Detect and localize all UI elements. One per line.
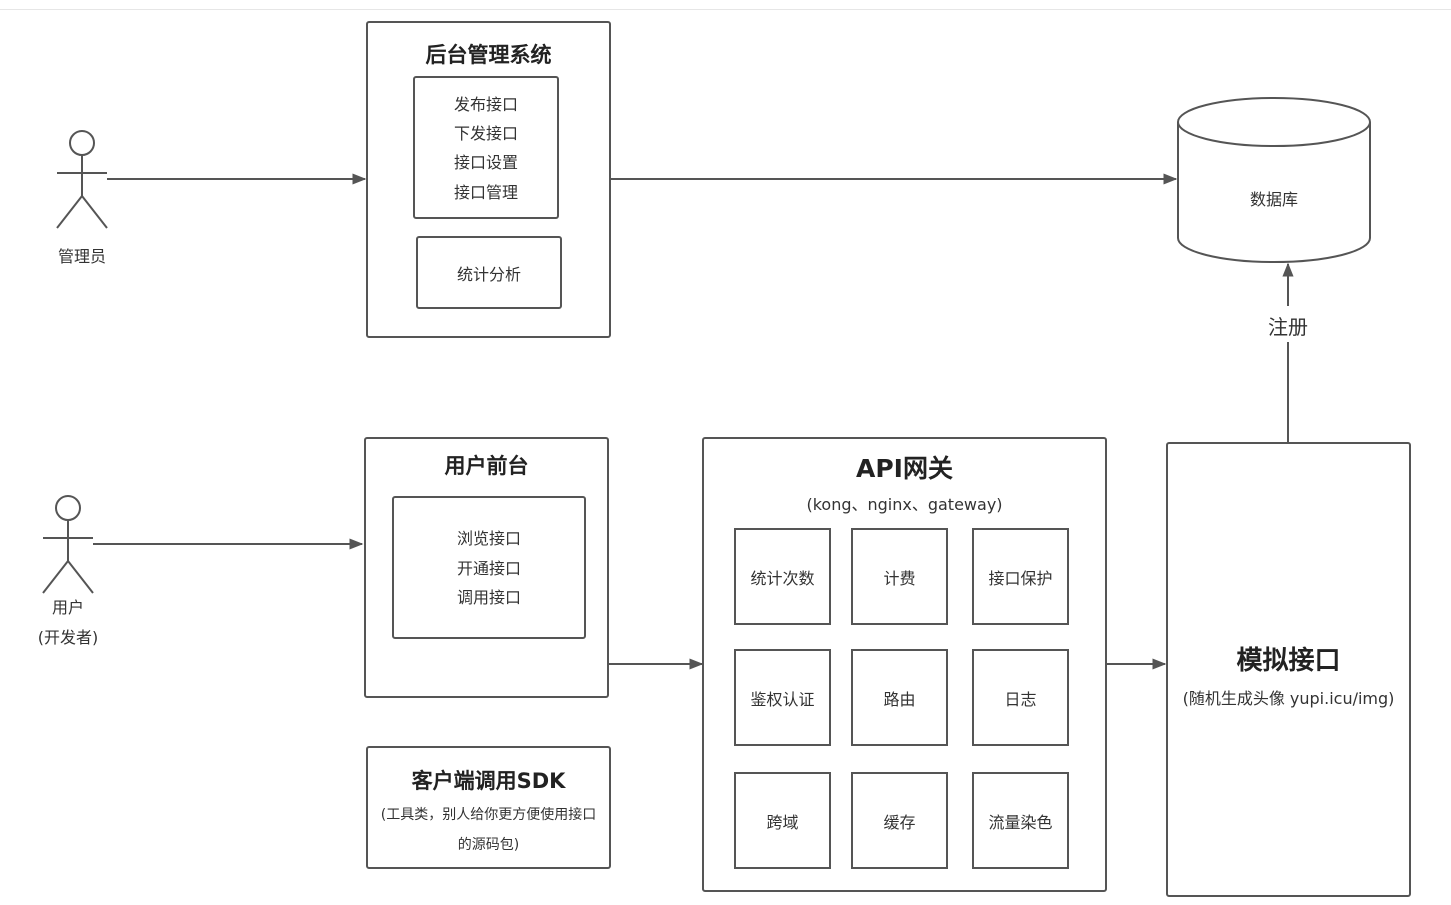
register-label: 注册 xyxy=(1268,315,1308,339)
gateway-feature-cell: 接口保护 xyxy=(972,528,1069,625)
admin-item: 接口设置 xyxy=(453,153,518,172)
user-portal-title: 用户前台 xyxy=(444,454,529,478)
admin-actor-icon xyxy=(56,130,108,229)
gateway-feature-cell: 跨域 xyxy=(734,772,831,869)
admin-system-title: 后台管理系统 xyxy=(425,43,552,67)
client-sdk-box: 客户端调用SDK (工具类，别人给你更方便使用接口 的源码包) xyxy=(366,746,611,869)
mock-api-subtitle: (随机生成头像 yupi.icu/img) xyxy=(1182,689,1395,708)
gateway-title: API网关 xyxy=(856,454,953,483)
portal-item: 开通接口 xyxy=(456,559,521,578)
stats-analysis-box: 统计分析 xyxy=(416,236,562,309)
user-portal-ops-box: 浏览接口 开通接口 调用接口 xyxy=(392,496,586,639)
portal-item: 浏览接口 xyxy=(456,529,521,548)
portal-item: 调用接口 xyxy=(456,588,521,607)
admin-interface-ops-box: 发布接口 下发接口 接口设置 接口管理 xyxy=(413,76,559,219)
admin-item: 接口管理 xyxy=(453,183,518,202)
database-cylinder-icon xyxy=(1177,97,1371,263)
user-actor-icon xyxy=(42,495,94,594)
mock-api-title: 模拟接口 xyxy=(1236,646,1341,676)
gateway-feature-cell: 缓存 xyxy=(851,772,948,869)
sdk-title: 客户端调用SDK xyxy=(411,769,566,793)
mock-api-box: 模拟接口 (随机生成头像 yupi.icu/img) xyxy=(1166,442,1411,897)
gateway-subtitle: (kong、nginx、gateway) xyxy=(806,495,1003,514)
admin-item: 发布接口 xyxy=(453,95,518,114)
sdk-desc-line2: 的源码包) xyxy=(457,837,520,853)
admin-item: 下发接口 xyxy=(453,124,518,143)
admin-label: 管理员 xyxy=(57,247,106,266)
gateway-feature-cell: 鉴权认证 xyxy=(734,649,831,746)
gateway-feature-cell: 计费 xyxy=(851,528,948,625)
gateway-feature-cell: 统计次数 xyxy=(734,528,831,625)
user-label: 用户 xyxy=(51,598,84,617)
user-sublabel: (开发者) xyxy=(37,628,99,647)
top-divider xyxy=(0,9,1451,10)
sdk-desc-line1: (工具类，别人给你更方便使用接口 xyxy=(380,807,597,823)
stats-analysis-label: 统计分析 xyxy=(456,264,521,284)
gateway-feature-cell: 日志 xyxy=(972,649,1069,746)
gateway-feature-cell: 流量染色 xyxy=(972,772,1069,869)
database-label: 数据库 xyxy=(1249,190,1298,209)
gateway-feature-cell: 路由 xyxy=(851,649,948,746)
